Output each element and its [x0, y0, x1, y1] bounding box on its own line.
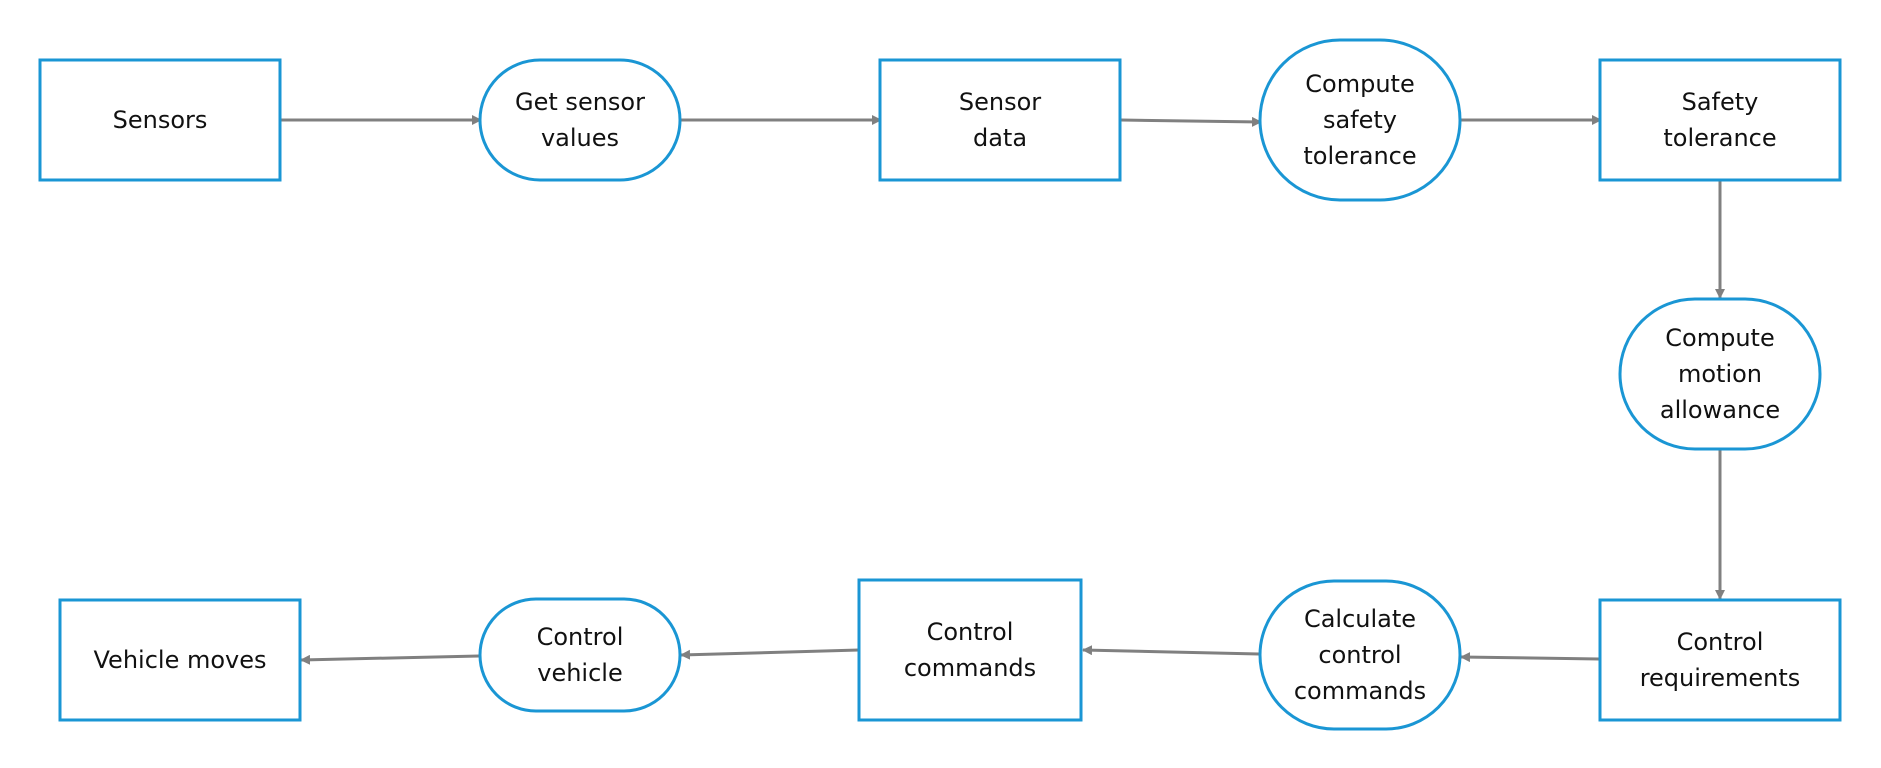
- data-box-shape: [38, 58, 282, 182]
- node-label-line: Compute: [1665, 324, 1774, 352]
- process-shape: [478, 597, 682, 713]
- node-label-line: Vehicle moves: [94, 646, 267, 674]
- edge-sensor-data-to-compute-safety-tolerance: [1120, 116, 1262, 127]
- process-shape: [478, 58, 682, 182]
- node-label-line: safety: [1323, 106, 1397, 134]
- node-label-line: tolerance: [1303, 142, 1416, 170]
- node-label-line: Control: [1677, 628, 1764, 656]
- node-label-line: Get sensor: [515, 88, 645, 116]
- node-control-requirements: Control requirements: [1598, 598, 1842, 722]
- node-control-vehicle: Control vehicle: [478, 597, 682, 713]
- process-shape: [1618, 297, 1822, 451]
- node-label-line: data: [973, 124, 1027, 152]
- node-label-line: Compute: [1305, 70, 1414, 98]
- node-label-line: Safety: [1682, 88, 1759, 116]
- node-vehicle-moves: Vehicle moves: [58, 598, 302, 722]
- edge-control-requirements-to-calculate-control-commands: [1460, 652, 1600, 663]
- data-box-shape: [58, 598, 302, 722]
- data-box-shape: [1598, 58, 1842, 182]
- edge-calculate-control-commands-to-control-commands: [1082, 645, 1260, 656]
- node-label-line: allowance: [1660, 396, 1780, 424]
- node-calculate-control-commands: Calculate control commands: [1258, 579, 1462, 731]
- node-label-line: Sensor: [959, 88, 1041, 116]
- node-label-line: tolerance: [1663, 124, 1776, 152]
- node-label-line: values: [541, 124, 619, 152]
- data-box-shape: [857, 578, 1083, 722]
- node-label-line: motion: [1678, 360, 1762, 388]
- edge-control-commands-to-control-vehicle: [680, 648, 860, 660]
- node-get-sensor-values: Get sensor values: [478, 58, 682, 182]
- node-safety-tolerance: Safety tolerance: [1598, 58, 1842, 182]
- node-label-line: control: [1318, 641, 1401, 669]
- node-label-line: Sensors: [113, 106, 208, 134]
- node-compute-safety-tolerance: Compute safety tolerance: [1258, 38, 1462, 202]
- node-compute-motion-allowance: Compute motion allowance: [1618, 297, 1822, 451]
- data-box-shape: [878, 58, 1122, 182]
- node-label-line: Calculate: [1304, 605, 1416, 633]
- node-sensor-data: Sensor data: [878, 58, 1122, 182]
- edges-layer: [281, 115, 1725, 665]
- node-sensors: Sensors: [38, 58, 282, 182]
- node-label-line: vehicle: [537, 659, 622, 687]
- process-shape: [1258, 38, 1462, 202]
- process-shape: [1258, 579, 1462, 731]
- node-label-line: requirements: [1640, 664, 1801, 692]
- edge-control-vehicle-to-vehicle-moves: [300, 654, 480, 665]
- node-label-line: commands: [904, 654, 1036, 682]
- node-label-line: commands: [1294, 677, 1426, 705]
- node-control-commands: Control commands: [857, 578, 1083, 722]
- data-box-shape: [1598, 598, 1842, 722]
- node-label-line: Control: [537, 623, 624, 651]
- node-label-line: Control: [927, 618, 1014, 646]
